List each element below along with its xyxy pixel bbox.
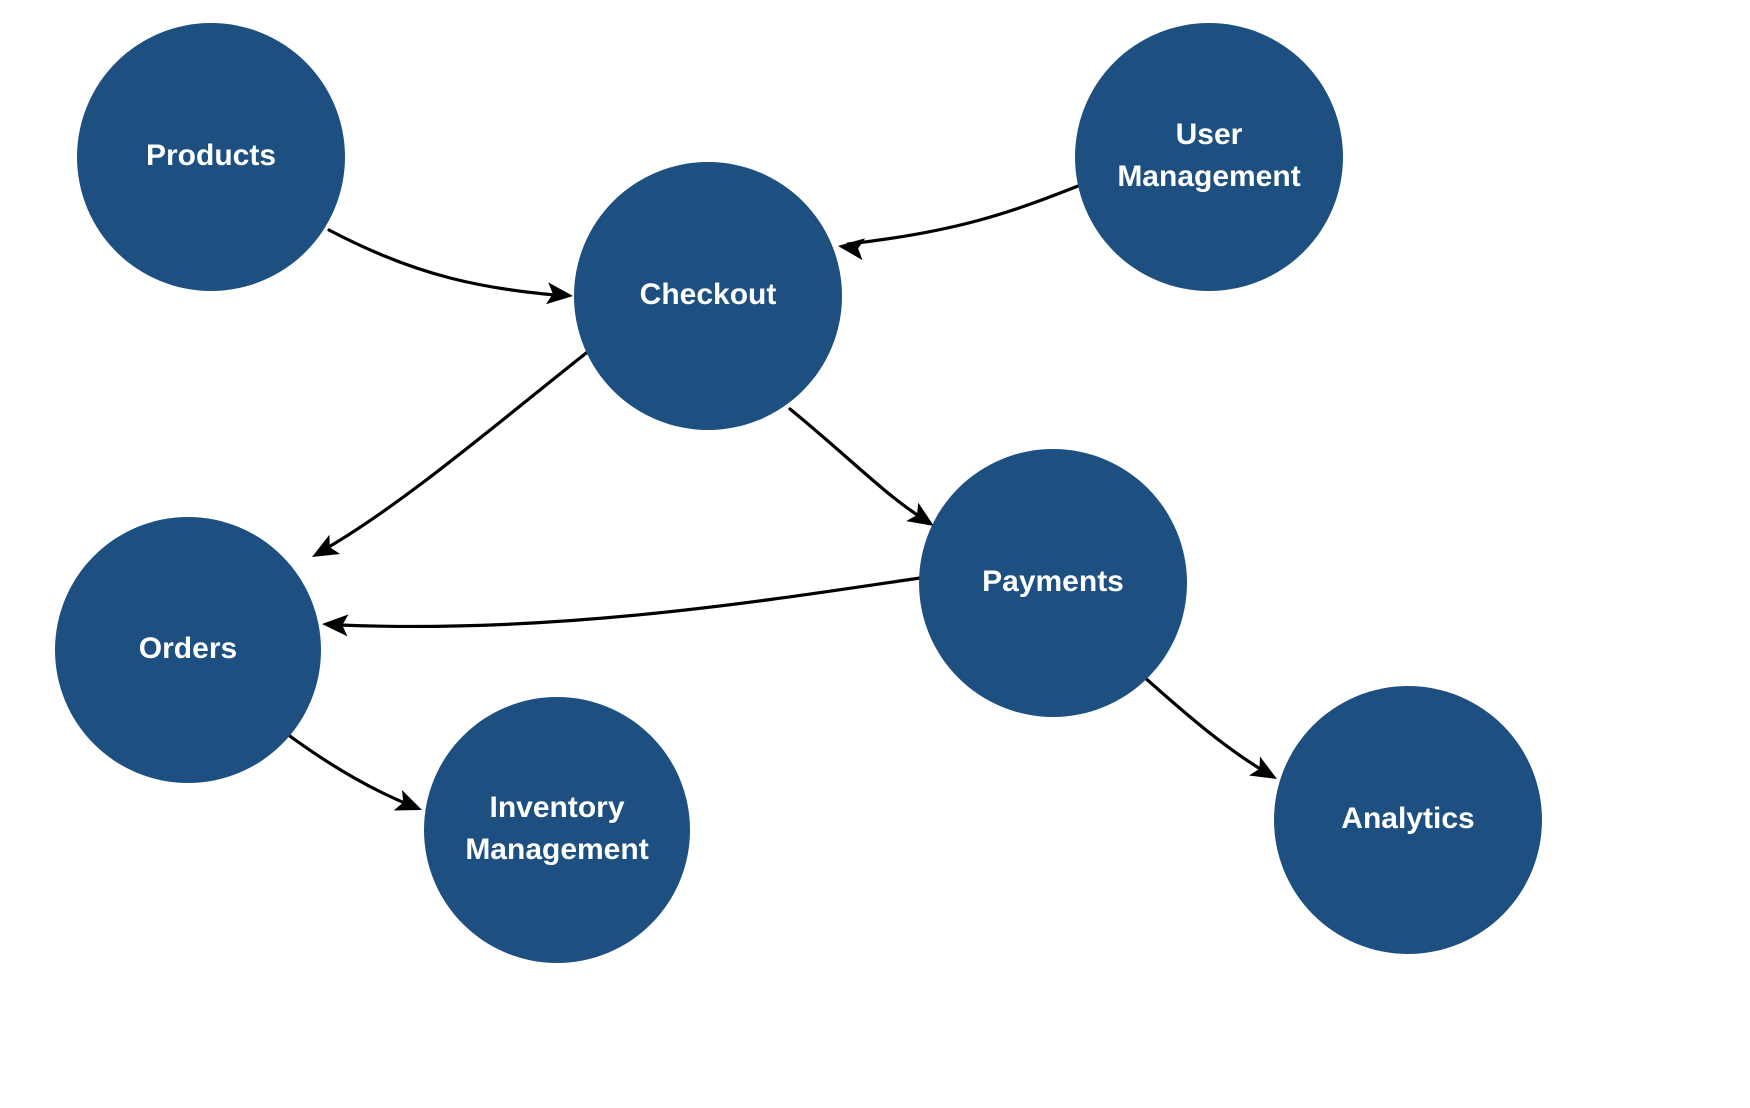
arrowhead-icon — [393, 790, 422, 811]
edge-line — [281, 729, 414, 808]
node-label-line: Management — [465, 833, 648, 866]
edge-user-management-to-checkout — [838, 184, 1080, 261]
edge-line — [846, 184, 1080, 246]
node-payments[interactable]: Payments — [919, 449, 1187, 717]
node-label-line: Inventory — [489, 791, 624, 824]
node-label-line: Products — [146, 139, 276, 172]
node-circle[interactable] — [1274, 686, 1542, 954]
arrowhead-icon — [838, 238, 866, 261]
node-circle[interactable] — [919, 449, 1187, 717]
node-circle[interactable] — [574, 162, 842, 430]
node-products[interactable]: Products — [77, 23, 345, 291]
arrowhead-icon — [906, 502, 934, 526]
node-label-line: Analytics — [1341, 802, 1474, 835]
node-circle[interactable] — [424, 697, 690, 963]
edge-products-to-checkout — [327, 228, 573, 305]
node-circle[interactable] — [1075, 23, 1343, 291]
arrowhead-icon — [1248, 756, 1277, 779]
edge-line — [788, 407, 927, 522]
node-orders[interactable]: Orders — [55, 517, 321, 783]
edge-line — [327, 228, 568, 298]
edges-layer — [281, 184, 1277, 811]
node-label-line: Orders — [139, 632, 237, 665]
edge-line — [1141, 674, 1269, 775]
edge-checkout-to-orders — [312, 348, 592, 557]
edge-orders-to-inventory-management — [281, 729, 422, 811]
node-label: Payments — [982, 565, 1124, 598]
edge-payments-to-orders — [322, 576, 922, 637]
node-label: Orders — [139, 632, 237, 665]
arrowhead-icon — [545, 282, 573, 305]
node-label-line: User — [1176, 118, 1243, 151]
edge-line — [318, 348, 592, 554]
node-circle[interactable] — [77, 23, 345, 291]
node-label-line: Management — [1117, 160, 1300, 193]
edge-checkout-to-payments — [788, 407, 934, 526]
node-label-line: Payments — [982, 565, 1124, 598]
node-label: Checkout — [640, 278, 777, 311]
node-analytics[interactable]: Analytics — [1274, 686, 1542, 954]
arrowhead-icon — [312, 534, 341, 557]
node-label: Products — [146, 139, 276, 172]
node-label: Analytics — [1341, 802, 1474, 835]
node-label-line: Checkout — [640, 278, 777, 311]
edge-line — [338, 576, 922, 629]
node-circle[interactable] — [55, 517, 321, 783]
node-checkout[interactable]: Checkout — [574, 162, 842, 430]
arrowhead-icon — [322, 614, 349, 637]
edge-payments-to-analytics — [1141, 674, 1277, 779]
